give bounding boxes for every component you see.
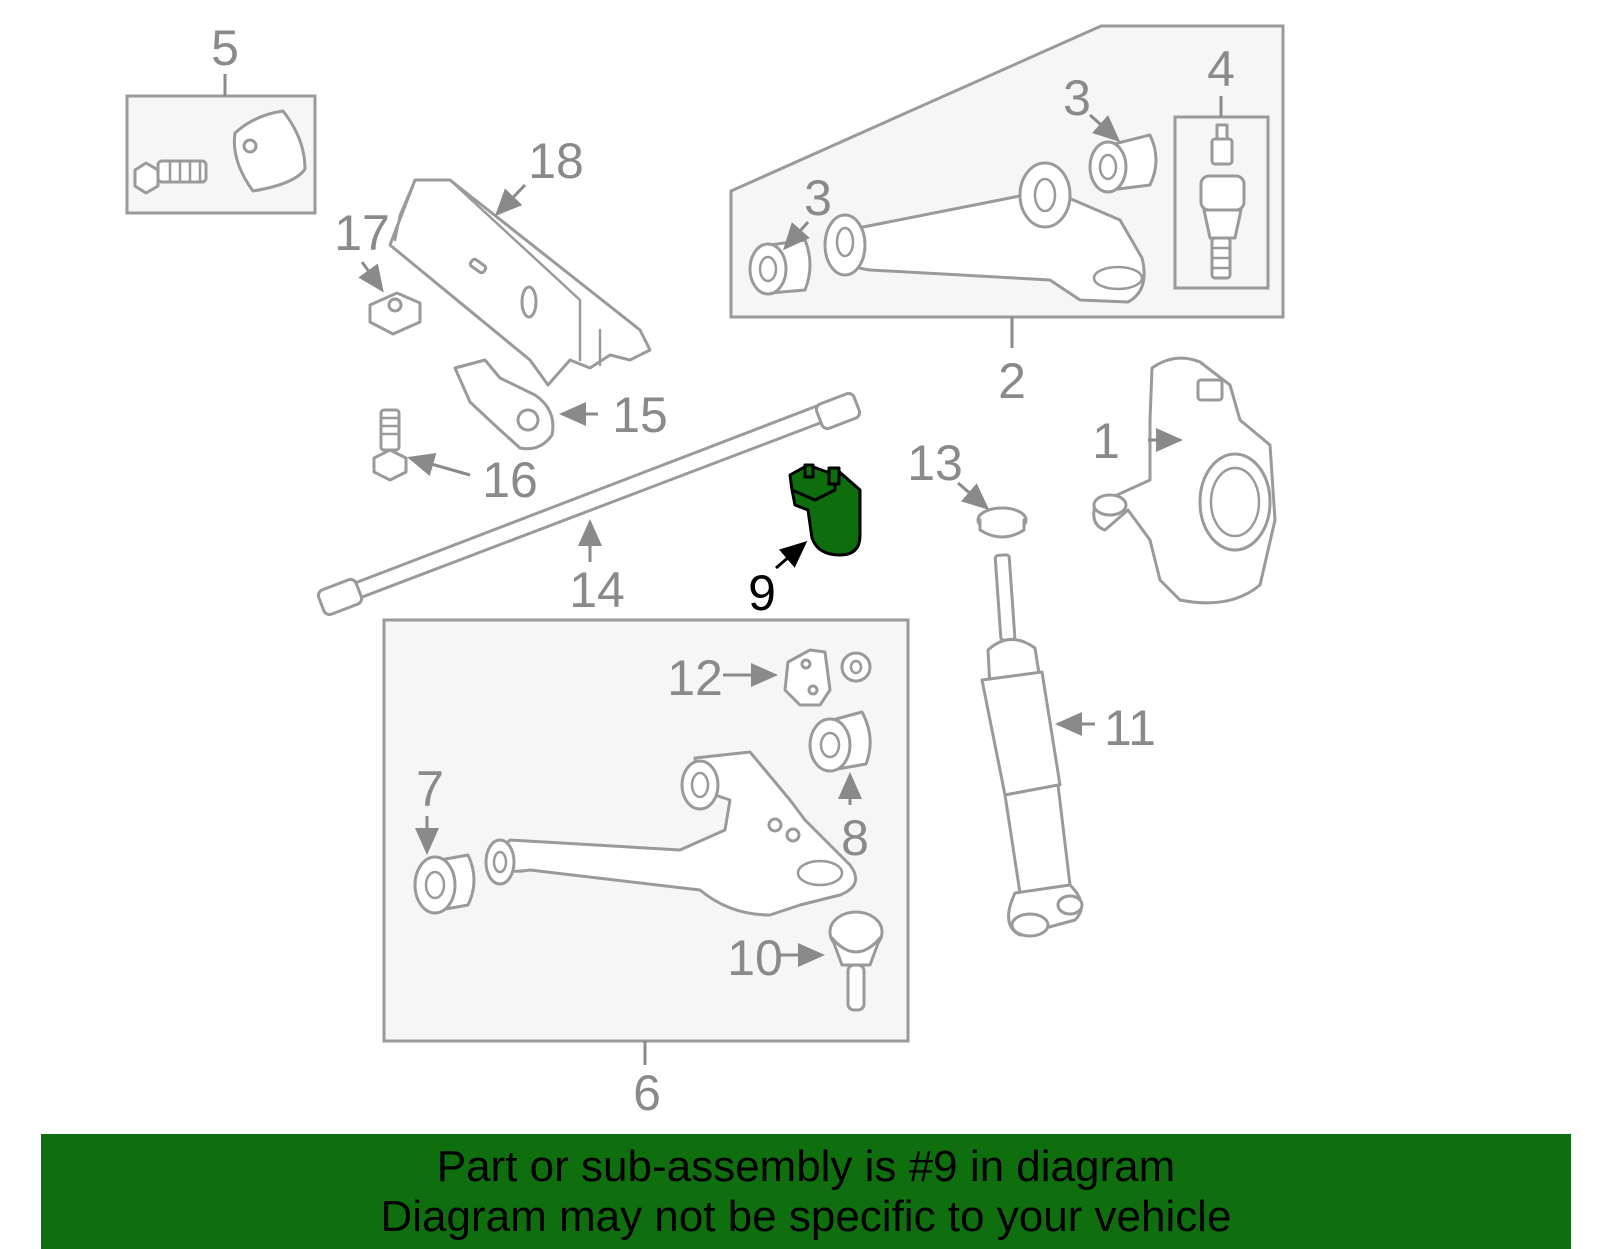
banner-line-2: Diagram may not be specific to your vehi…: [380, 1191, 1232, 1241]
banner-line-1: Part or sub-assembly is #9 in diagram: [436, 1141, 1176, 1191]
callout-6: 6: [633, 1065, 661, 1121]
part-18-frame-bracket: [388, 178, 652, 387]
callout-1: 1: [1092, 413, 1120, 469]
callout-12: 12: [667, 650, 723, 706]
callout-15: 15: [612, 387, 668, 443]
callout-9: 9: [748, 565, 776, 621]
callout-18: 18: [528, 133, 584, 189]
part-9-bump-stop-highlighted: [775, 463, 862, 570]
parts-diagram: 1 2 3 3 4 5 6 7 8 9 10 11 12 13 14 15 16…: [125, 20, 1285, 1121]
part-1-steering-knuckle: [1092, 356, 1277, 605]
callout-3-right: 3: [1063, 70, 1091, 126]
part-17-nut: [358, 261, 422, 336]
part-11-shock-absorber: [980, 553, 1095, 938]
callout-16: 16: [482, 452, 538, 508]
callout-2: 2: [998, 353, 1026, 409]
callout-17: 17: [334, 205, 390, 261]
callout-11: 11: [1104, 700, 1156, 756]
callout-8: 8: [841, 810, 869, 866]
callout-3-left: 3: [804, 170, 832, 226]
callout-10: 10: [727, 930, 783, 986]
callout-7: 7: [416, 761, 444, 817]
callout-4: 4: [1207, 41, 1235, 97]
part-16-bolt: [372, 408, 471, 482]
part-14-torsion-bar: [316, 391, 862, 617]
part-15-bracket: [453, 358, 598, 451]
part-4-ball-joint: [1173, 96, 1270, 290]
callout-5: 5: [211, 20, 239, 76]
group-5-bolt-cam-kit: [125, 74, 317, 215]
group-2-upper-control-arm: [729, 24, 1285, 348]
part-13-cap: [957, 481, 1028, 539]
callout-13: 13: [907, 435, 963, 491]
callout-14: 14: [569, 562, 625, 618]
group-6-lower-control-arm: [382, 618, 910, 1065]
info-banner: Part or sub-assembly is #9 in diagram Di…: [41, 1134, 1571, 1249]
